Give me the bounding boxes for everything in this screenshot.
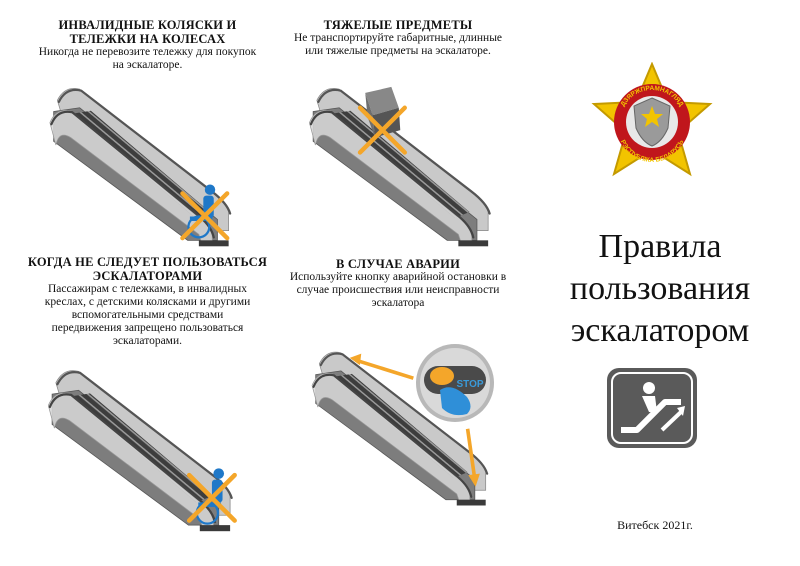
panel-title: ТЕЛЕЖКИ НА КОЛЕСАХ xyxy=(69,32,226,46)
panel-text: Пассажирам с тележками, в инвалидных xyxy=(47,283,248,295)
panel-when-not-to-use: КОГДА НЕ СЛЕДУЕТ ПОЛЬЗОВАТЬСЯ ЭСКАЛАТОРА… xyxy=(20,255,275,348)
panel-title: В СЛУЧАЕ АВАРИИ xyxy=(335,257,460,271)
panel-text: Никогда не перевозите тележку для покупо… xyxy=(38,46,257,58)
panel-text: эскалатора xyxy=(371,297,425,309)
escalator-icon xyxy=(48,87,232,248)
main-title-line: пользования xyxy=(569,270,751,307)
panel-title: ЭСКАЛАТОРАМИ xyxy=(92,269,203,283)
panel-text: или тяжелые предметы на эскалаторе. xyxy=(305,45,491,57)
panel-heavy-items: ТЯЖЕЛЫЕ ПРЕДМЕТЫ Не транспортируйте габа… xyxy=(278,18,518,58)
stop-button-icon xyxy=(430,367,454,385)
panel-title: ТЯЖЕЛЫЕ ПРЕДМЕТЫ xyxy=(323,18,473,32)
escalator-illustration-1 xyxy=(48,87,232,248)
footer-city-year: Витебск 2021г. xyxy=(617,518,693,532)
panel-text: креслах, с детскими колясками и другими xyxy=(44,296,251,308)
stop-button-callout: STOP xyxy=(416,344,494,422)
panel-text: эскалаторами. xyxy=(113,335,182,347)
emblem: ДЗЯРЖПРАМНАГЛЯД РЭСПУБЛІКА БЕЛАРУСЬ xyxy=(591,62,713,177)
main-title-line: эскалатором xyxy=(570,312,750,349)
main-title-line: Правила xyxy=(598,228,722,265)
panel-text: передвижения запрещено пользоваться xyxy=(51,322,244,334)
panel-text: вспомогательными средствами xyxy=(71,309,224,321)
arrow-icon xyxy=(349,353,480,487)
stop-label: STOP xyxy=(456,379,483,390)
panel-text: случае происшествия или неисправности xyxy=(296,284,500,296)
panel-title: КОГДА НЕ СЛЕДУЕТ ПОЛЬЗОВАТЬСЯ xyxy=(27,255,268,269)
panel-emergency: В СЛУЧАЕ АВАРИИ Используйте кнопку авари… xyxy=(278,257,518,310)
escalator-illustration-4 xyxy=(310,351,489,507)
escalator-illustration-3 xyxy=(47,369,268,533)
escalator-pictogram-icon xyxy=(607,368,697,448)
panel-wheelchairs: ИНВАЛИДНЫЕ КОЛЯСКИ И ТЕЛЕЖКИ НА КОЛЕСАХ … xyxy=(20,18,275,72)
main-title: Правила пользования эскалатором xyxy=(545,226,775,352)
panel-text: Не транспортируйте габаритные, длинные xyxy=(293,32,503,44)
panel-title: ИНВАЛИДНЫЕ КОЛЯСКИ И xyxy=(58,18,237,32)
hand-icon xyxy=(440,387,471,416)
panel-text: на эскалаторе. xyxy=(112,59,183,71)
escalator-illustration-2 xyxy=(308,86,491,248)
panel-text: Используйте кнопку аварийной остановки в xyxy=(289,271,507,283)
